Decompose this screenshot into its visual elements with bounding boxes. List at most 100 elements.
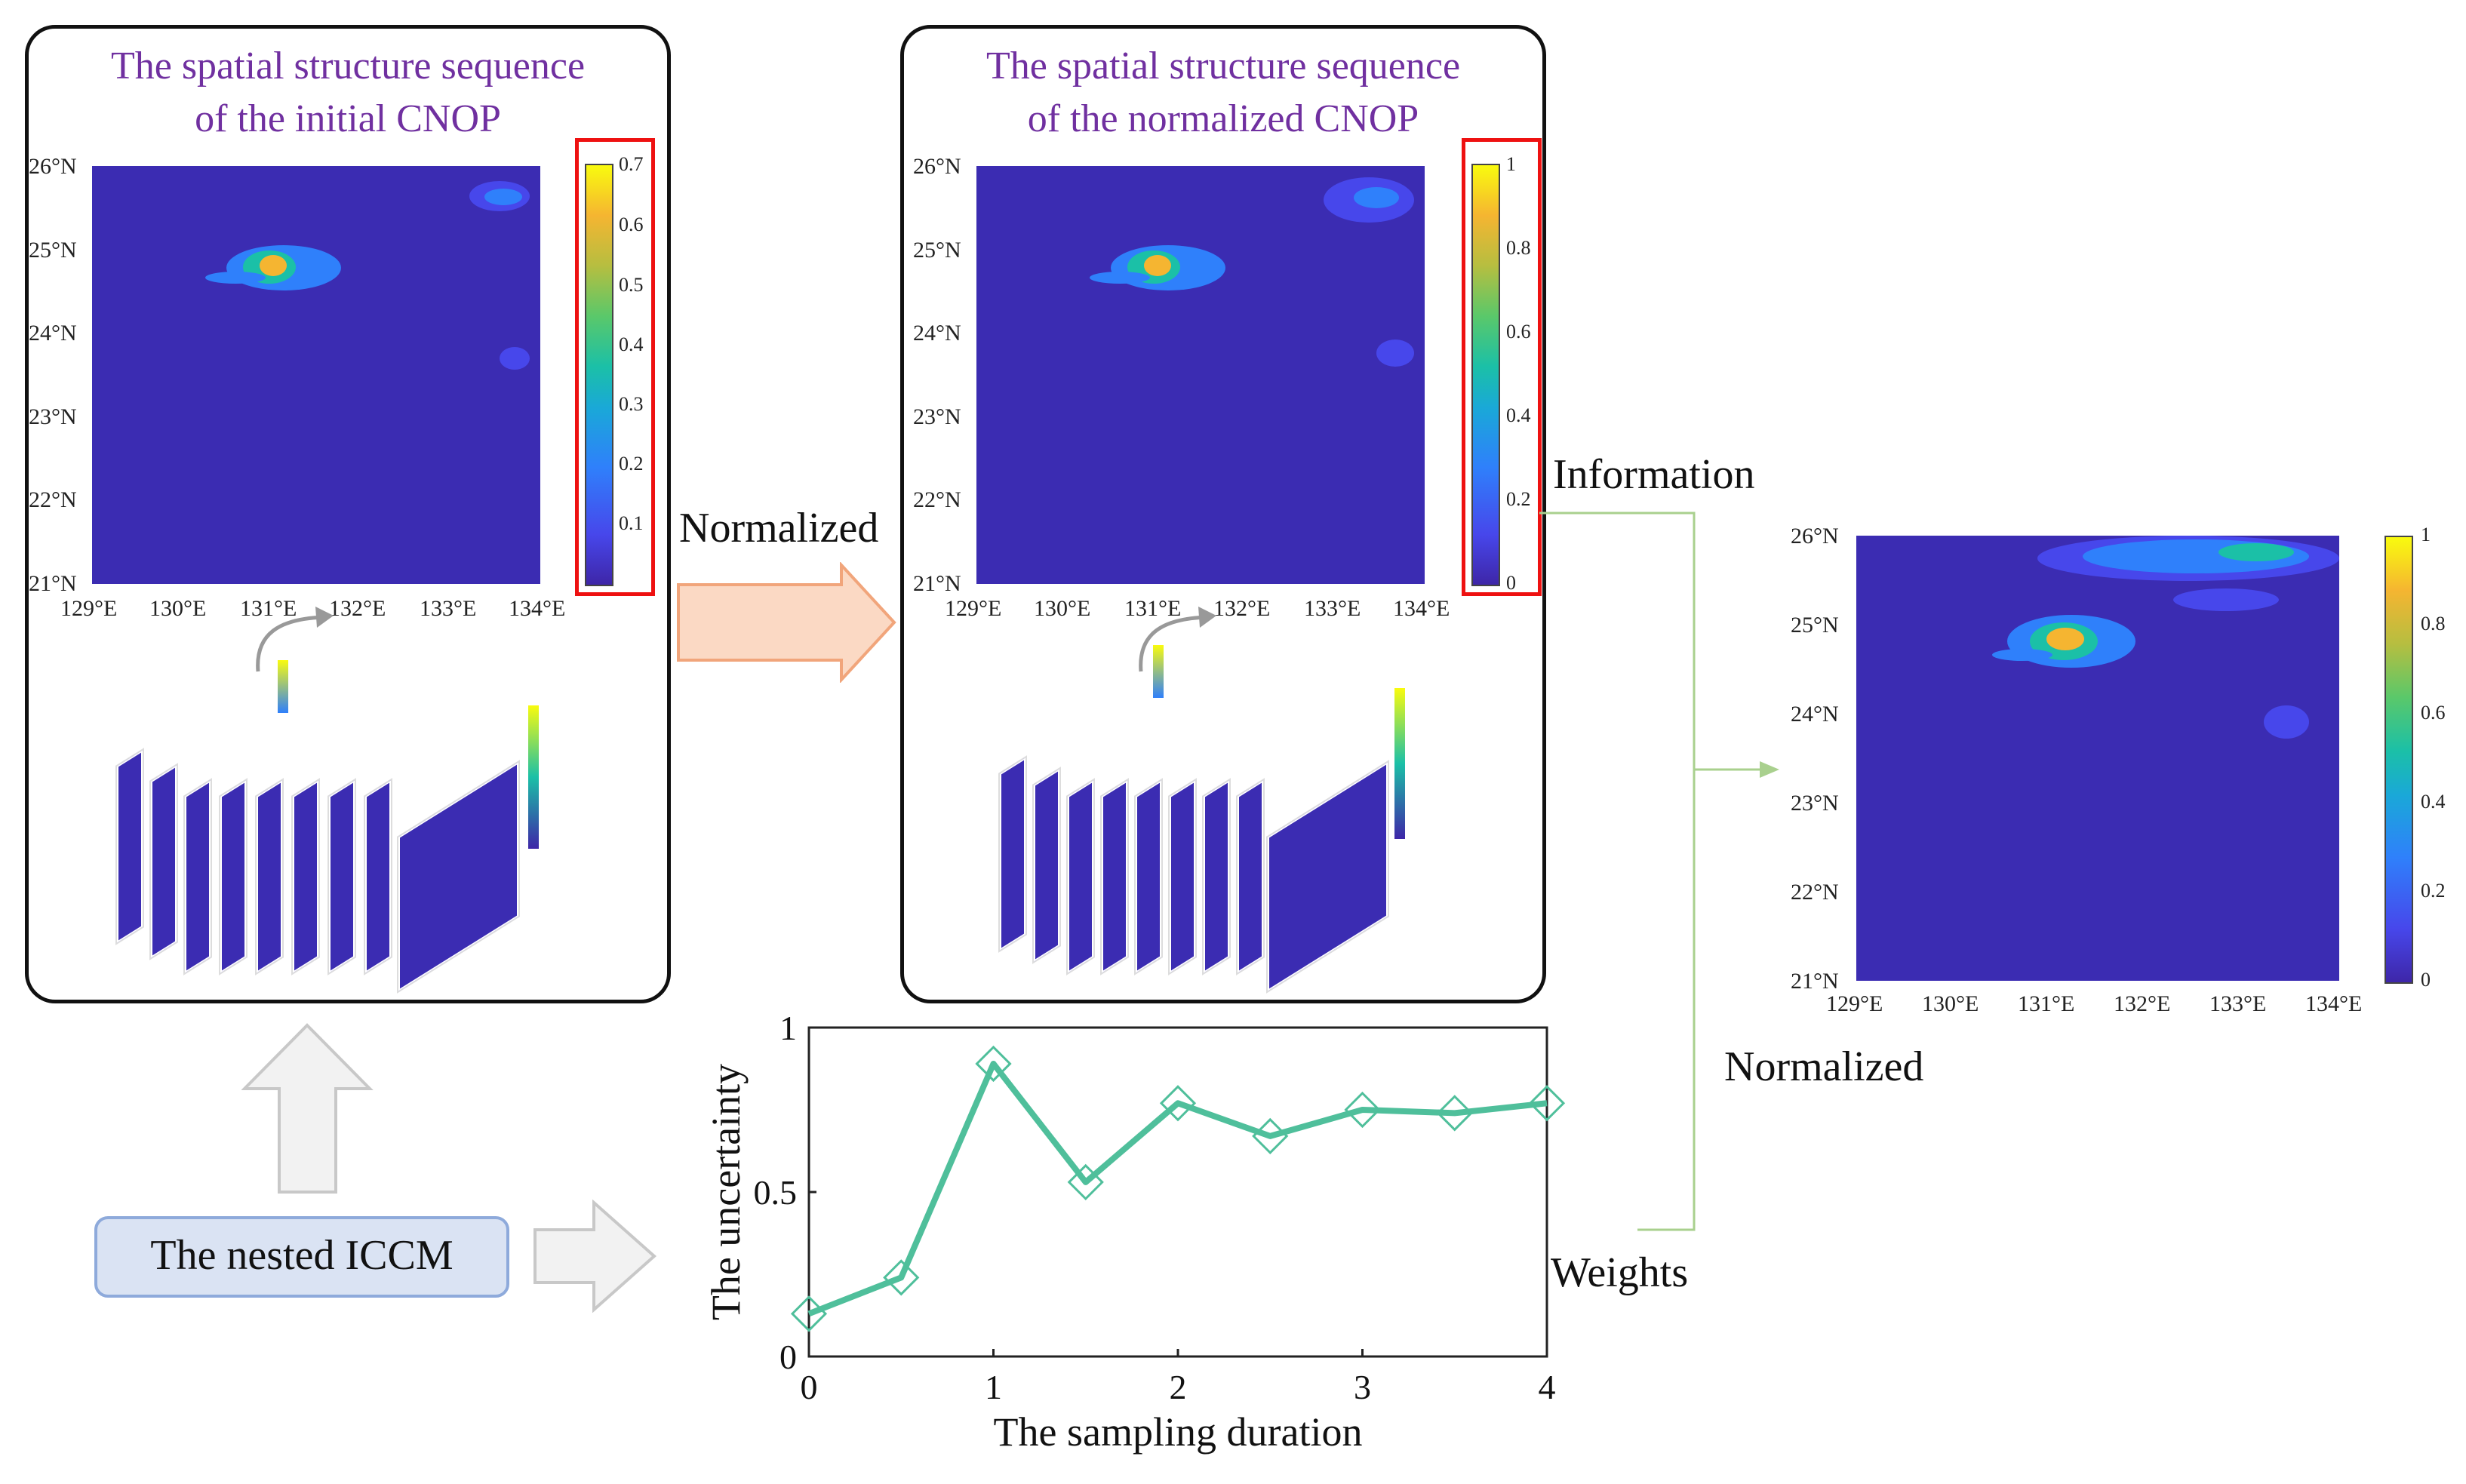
x-tick-label: 1	[985, 1368, 1002, 1406]
map-normalized-lat-23: 23°N	[913, 404, 961, 429]
label-information: Information	[1553, 451, 1755, 498]
map-normalized-lon-129: 129°E	[945, 596, 1002, 621]
normalized-block-arrow	[677, 562, 896, 683]
data-point-diamond	[883, 1259, 920, 1296]
map-initial-lat-26: 26°N	[29, 154, 77, 179]
colorbar-normalized	[1471, 164, 1500, 586]
data-point-diamond	[1067, 1163, 1104, 1201]
map-initial-lon-130: 130°E	[149, 596, 207, 621]
map-output-lat-21: 21°N	[1791, 969, 1839, 994]
x-tick-label: 2	[1170, 1368, 1187, 1406]
x-tick-label: 3	[1354, 1368, 1371, 1406]
map-output-lat-23: 23°N	[1791, 791, 1839, 816]
iccm-label: The nested ICCM	[150, 1232, 454, 1279]
map-initial-lat-23: 23°N	[29, 404, 77, 429]
map-output-lon-132: 132°E	[2114, 991, 2171, 1016]
data-point-diamond	[1252, 1117, 1289, 1155]
panel-initial-title-2: of the initial CNOP	[195, 97, 501, 140]
map-initial-lon-133: 133°E	[420, 596, 477, 621]
cbar-initial-06: 0.6	[619, 214, 644, 235]
map-initial-cnop	[92, 166, 540, 584]
panel-normalized-title-1: The spatial structure sequence	[985, 45, 1461, 88]
map-initial-lat-21: 21°N	[29, 571, 77, 596]
colorbar-initial-highlight	[575, 138, 655, 596]
colorbar-initial	[585, 164, 613, 586]
x-tick-label: 4	[1539, 1368, 1556, 1406]
map-output-lon-133: 133°E	[2209, 991, 2267, 1016]
map-output-lat-22: 22°N	[1791, 880, 1839, 905]
curved-arrow-left	[256, 607, 334, 672]
map-initial-lat-25: 25°N	[29, 238, 77, 263]
merge-connector	[1539, 512, 1779, 1231]
uncertainty-series-line	[807, 1060, 1548, 1317]
cbar-normalized-08: 0.8	[1506, 237, 1531, 259]
label-weights: Weights	[1551, 1249, 1689, 1296]
map-normalized-lon-133: 133°E	[1304, 596, 1361, 621]
map-initial-lon-131: 131°E	[240, 596, 297, 621]
cbar-initial-04: 0.4	[619, 333, 644, 355]
map-normalized-lon-131: 131°E	[1124, 596, 1182, 621]
curved-arrow-mid	[1139, 607, 1216, 672]
colorbar-output	[2385, 536, 2413, 984]
cbar-normalized-04: 0.4	[1506, 404, 1531, 426]
cbar-normalized-0: 0	[1506, 572, 1516, 594]
cbar-normalized-1: 1	[1506, 153, 1516, 175]
y-axis-label: The uncertainty	[703, 1064, 749, 1320]
iccm-box	[94, 1216, 509, 1298]
map-initial-lat-22: 22°N	[29, 487, 77, 512]
map-initial-lon-134: 134°E	[509, 596, 566, 621]
map-initial-lat-24: 24°N	[29, 321, 77, 346]
cbar-output-08: 0.8	[2421, 613, 2446, 634]
cbar-output-1: 1	[2421, 524, 2431, 545]
map-normalized-lon-134: 134°E	[1393, 596, 1450, 621]
map-initial-lon-129: 129°E	[60, 596, 118, 621]
data-point-diamond	[1159, 1085, 1197, 1122]
cbar-output-06: 0.6	[2421, 702, 2446, 724]
colorbar-normalized-highlight	[1462, 138, 1542, 596]
y-tick-label: 0.5	[754, 1173, 798, 1212]
cbar-normalized-02: 0.2	[1506, 488, 1531, 510]
map-normalized-lon-132: 132°E	[1213, 596, 1271, 621]
label-normalized-arrow: Normalized	[679, 505, 879, 552]
map-output-lon-131: 131°E	[2018, 991, 2075, 1016]
y-tick-label: 1	[779, 1011, 797, 1047]
map-normalized-lat-24: 24°N	[913, 321, 961, 346]
panel-initial-title-1: The spatial structure sequence	[110, 45, 586, 88]
data-point-diamond	[790, 1295, 828, 1332]
map-output-lat-26: 26°N	[1791, 524, 1839, 548]
cbar-initial-03: 0.3	[619, 393, 644, 415]
x-axis-label: The sampling duration	[994, 1409, 1363, 1455]
right-arrow-to-chart	[533, 1200, 657, 1313]
cbar-initial-01: 0.1	[619, 512, 644, 534]
cbar-initial-07: 0.7	[619, 153, 644, 175]
map-normalized-lat-22: 22°N	[913, 487, 961, 512]
chart-axes-box	[807, 1026, 1548, 1358]
cbar-normalized-06: 0.6	[1506, 321, 1531, 343]
label-normalized-right: Normalized	[1724, 1043, 1924, 1090]
data-point-diamond	[1436, 1095, 1473, 1132]
map-normalized-cnop	[976, 166, 1425, 584]
cbar-output-0: 0	[2421, 969, 2431, 991]
map-output-weighted	[1856, 536, 2339, 981]
data-point-diamond	[975, 1045, 1012, 1083]
map-output-lon-130: 130°E	[1922, 991, 1979, 1016]
data-point-diamond	[1528, 1085, 1566, 1122]
map-initial-lon-132: 132°E	[329, 596, 386, 621]
panel-normalized-title-2: of the normalized CNOP	[1027, 97, 1419, 140]
map-normalized-lat-25: 25°N	[913, 238, 961, 263]
cbar-output-02: 0.2	[2421, 880, 2446, 902]
cbar-initial-05: 0.5	[619, 274, 644, 296]
map-output-lat-25: 25°N	[1791, 613, 1839, 638]
map-normalized-lon-130: 130°E	[1034, 596, 1091, 621]
x-tick-label: 0	[801, 1368, 818, 1406]
map-normalized-lat-26: 26°N	[913, 154, 961, 179]
map-normalized-lat-21: 21°N	[913, 571, 961, 596]
y-tick-label: 0	[779, 1338, 797, 1376]
up-arrow-to-panel	[241, 1023, 374, 1194]
data-point-diamond	[1344, 1091, 1381, 1129]
map-output-lon-134: 134°E	[2305, 991, 2363, 1016]
map-output-lon-129: 129°E	[1826, 991, 1883, 1016]
cbar-output-04: 0.4	[2421, 791, 2446, 813]
cbar-initial-02: 0.2	[619, 453, 644, 475]
